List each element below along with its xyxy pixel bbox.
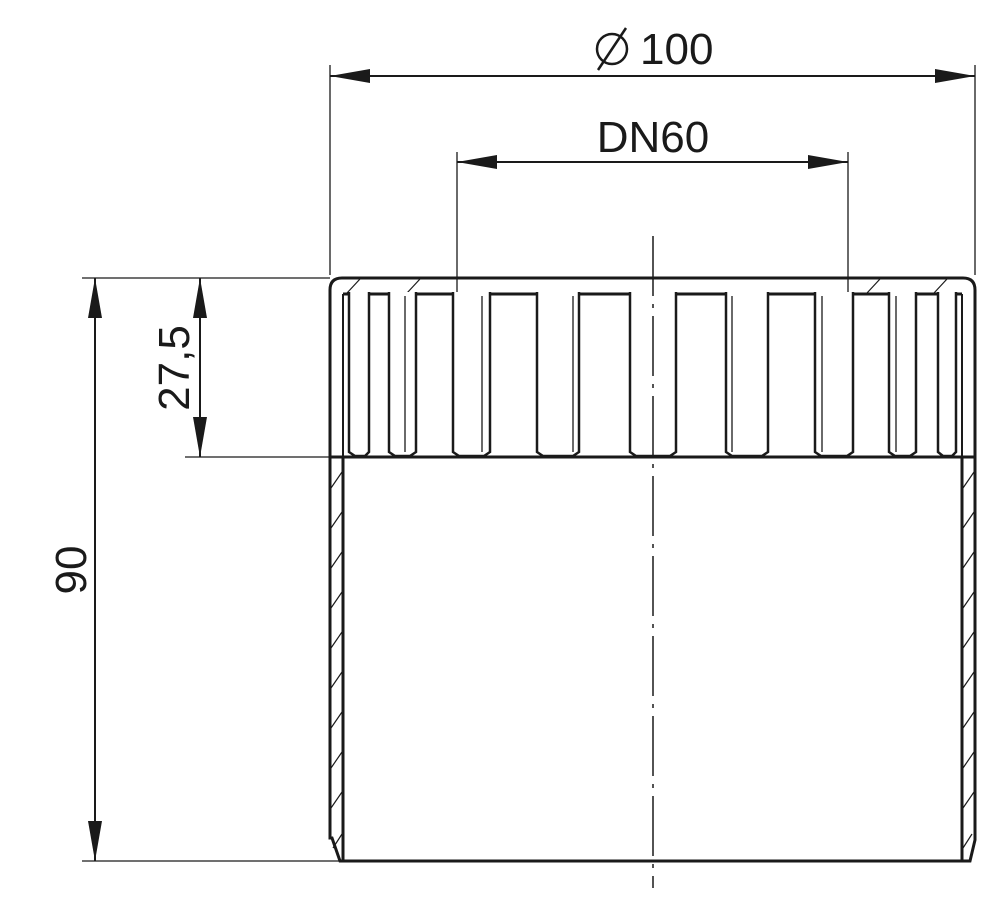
part-body (328, 276, 977, 863)
slot (535, 292, 581, 458)
section-hatching-left (330, 471, 343, 849)
slot (813, 292, 855, 458)
dimension-slot-height: 27,5 (150, 278, 540, 458)
section-hatching-top (346, 278, 948, 294)
dimension-total-height: 90 (47, 277, 340, 862)
slot-height-label: 27,5 (150, 325, 199, 411)
slot (936, 292, 958, 458)
nominal-diameter-label: DN60 (597, 113, 710, 162)
slot (887, 292, 918, 458)
slot (451, 292, 492, 458)
dimension-nominal-diameter: DN60 (456, 113, 849, 292)
slot (724, 292, 770, 458)
outer-diameter-label: 100 (640, 25, 713, 74)
total-height-label: 90 (47, 546, 96, 595)
dimension-outer-diameter: 100 (329, 25, 976, 275)
diameter-icon (595, 27, 629, 71)
slots (347, 292, 958, 458)
slot (387, 292, 418, 458)
slot (347, 292, 371, 458)
section-hatching-right (962, 471, 975, 849)
